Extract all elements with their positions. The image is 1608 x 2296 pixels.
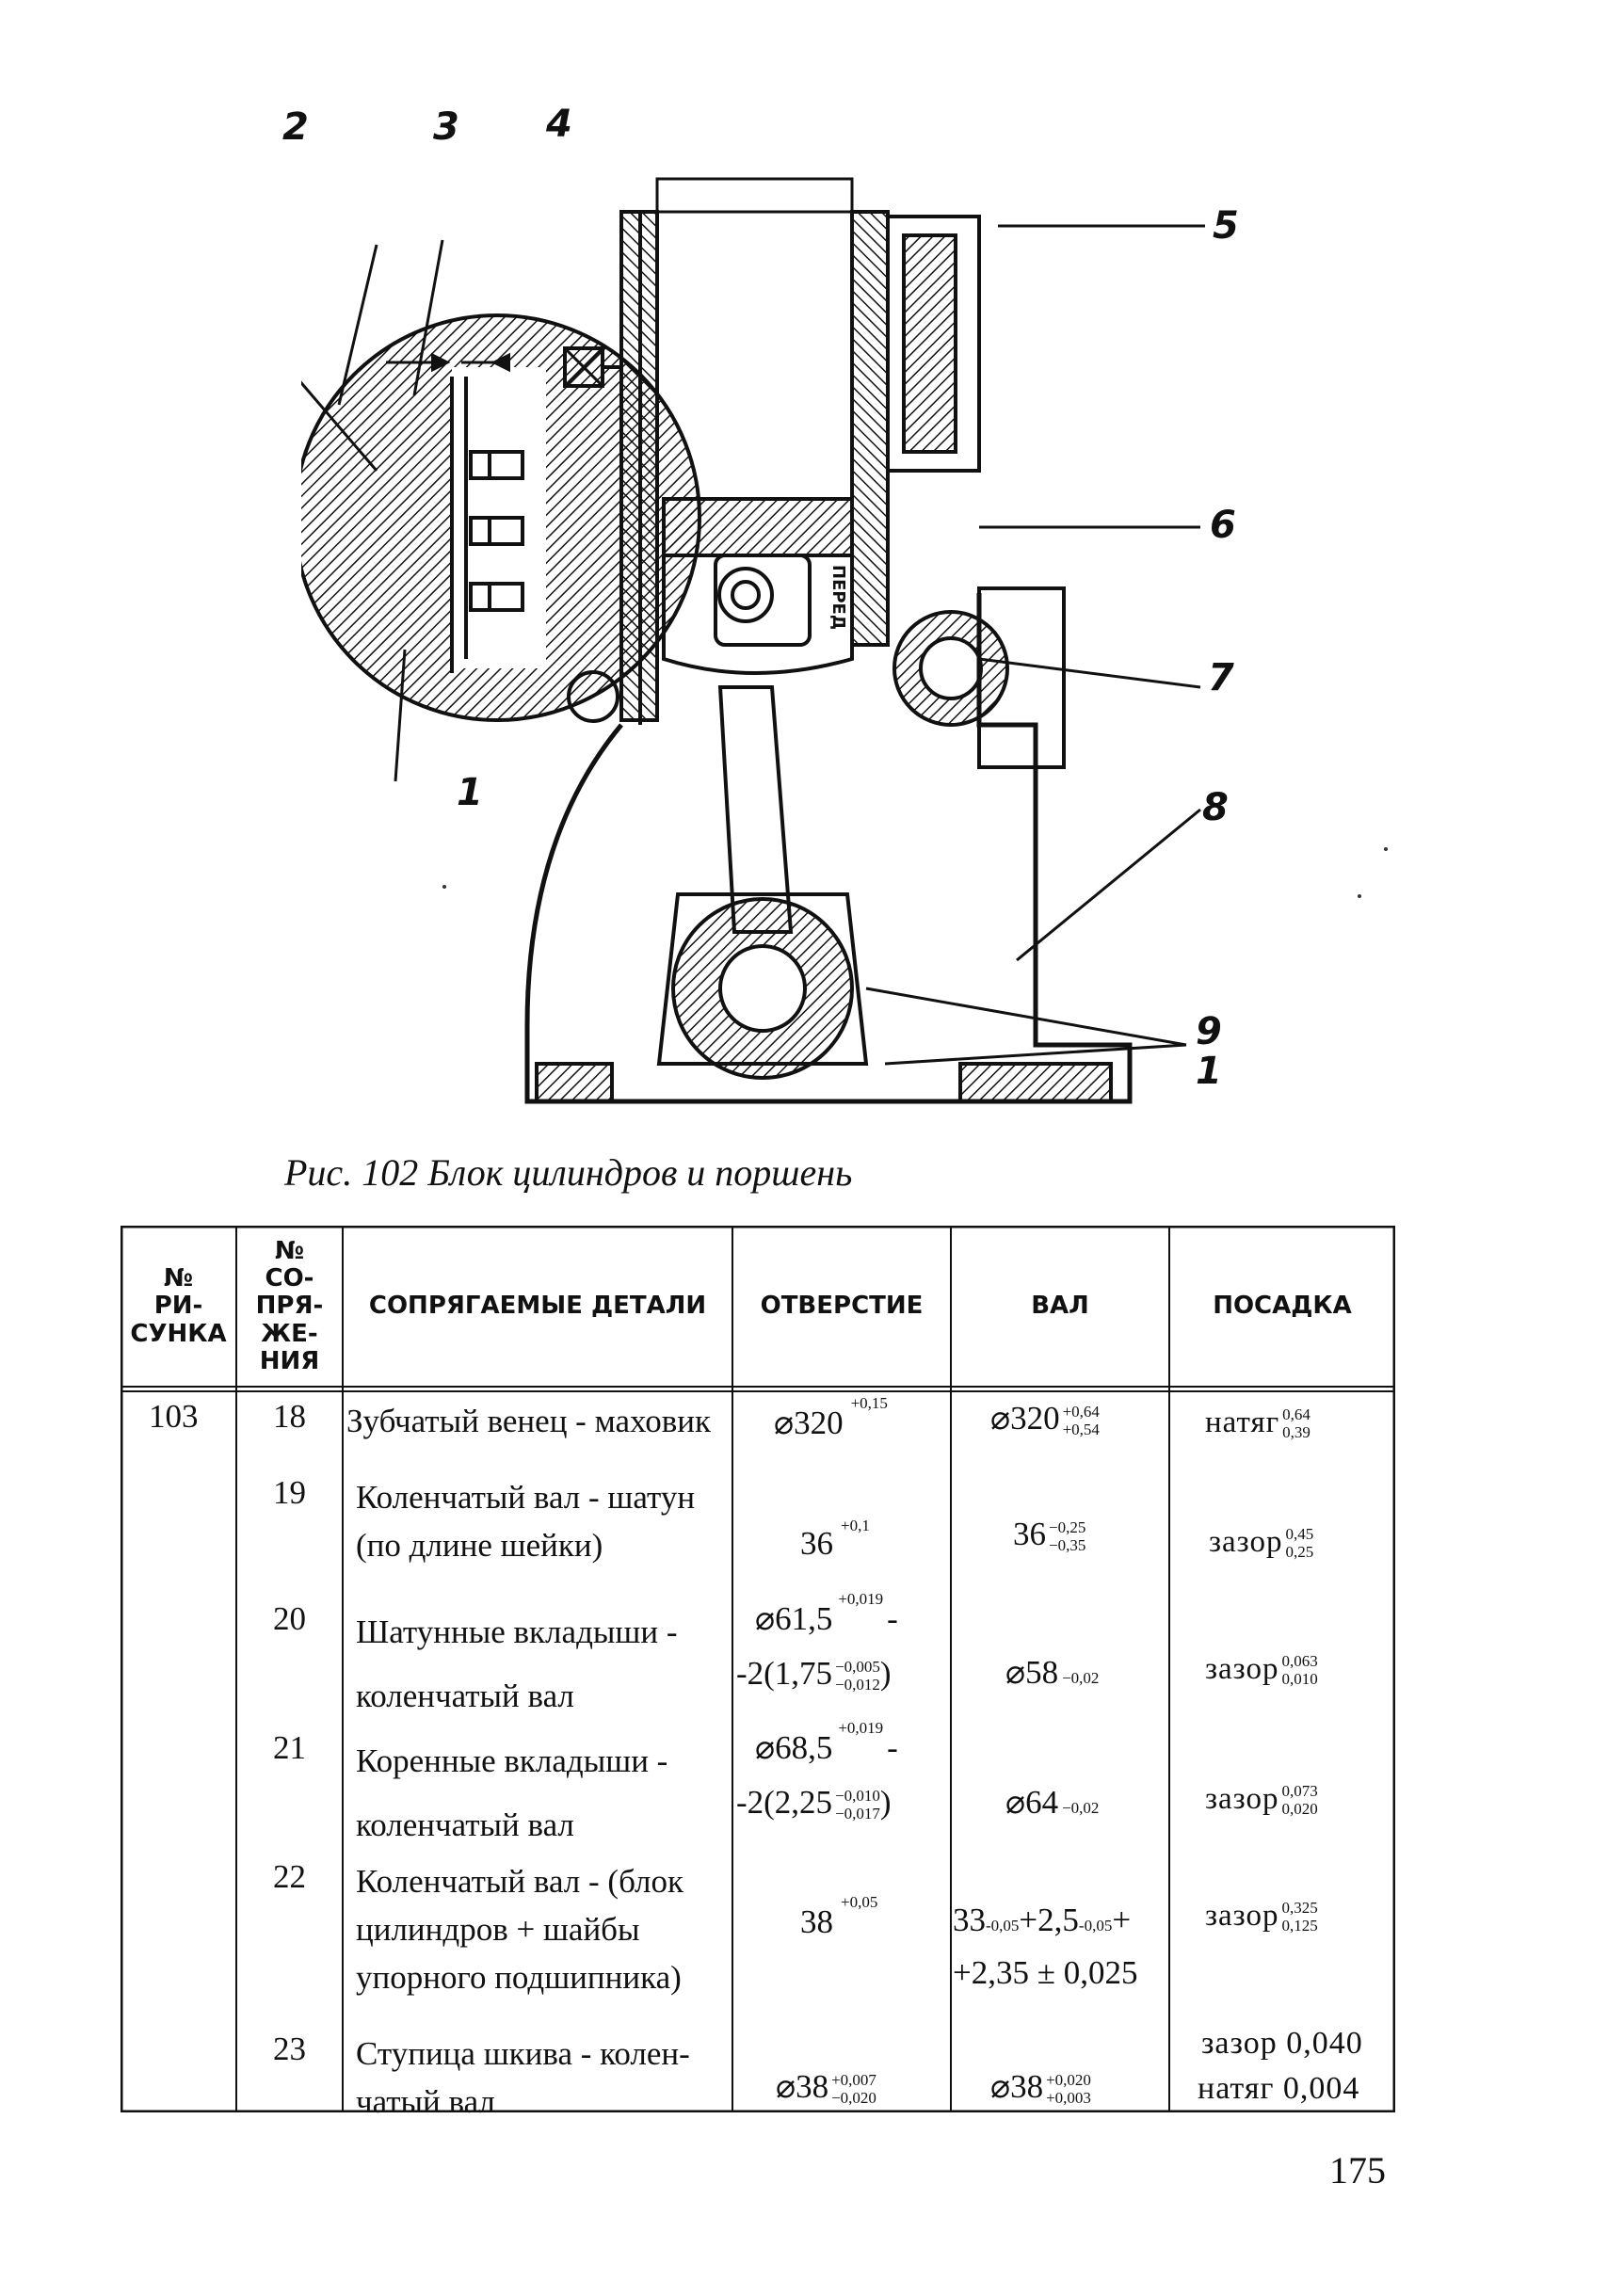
hole-row-20-line1: ⌀61,5+0,019- <box>755 1590 898 1637</box>
parts-row-21: Коренные вкладыши -коленчатый вал <box>356 1742 668 1844</box>
scan-speck <box>442 885 446 889</box>
joint-21: 21 <box>273 1729 306 1766</box>
header-parts: СОПРЯГАЕМЫЕ ДЕТАЛИ <box>368 1292 707 1321</box>
hole-row-23: ⌀38+0,007−0,020 <box>776 2068 876 2107</box>
fit-row-23-line1: зазор 0,040 <box>1201 2026 1363 2061</box>
joint-23: 23 <box>273 2031 306 2067</box>
callout-4: 4 <box>546 103 572 146</box>
joint-20: 20 <box>273 1600 306 1637</box>
callout-6: 6 <box>1210 504 1236 547</box>
shaft-row-22-line2: +2,35 ± 0,025 <box>953 1954 1138 1991</box>
parts-row-18: Зубчатый венец - маховик <box>346 1403 711 1439</box>
shaft-row-20: ⌀58−0,02 <box>1005 1654 1100 1691</box>
header-shaft: ВАЛ <box>1031 1292 1089 1321</box>
callout-1: 1 <box>457 771 483 814</box>
header-hole: ОТВЕРСТИЕ <box>760 1292 924 1321</box>
cylinder-block-drawing: ПЕРЕД <box>301 177 1205 1104</box>
engine-block-figure: ПЕРЕД 2 3 4 1 5 6 7 8 9 1 <box>282 105 1262 1139</box>
joint-22: 22 <box>273 1858 306 1895</box>
hole-row-21-line2: -2(2,25−0,010−0,017) <box>736 1784 892 1822</box>
piston-stamp: ПЕРЕД <box>828 565 848 630</box>
parts-row-19: Коленчатый вал - шатун(по длине шейки) <box>356 1479 696 1564</box>
fit-row-23-line2: натяг 0,004 <box>1198 2071 1360 2106</box>
callout-8: 8 <box>1202 786 1229 829</box>
hole-row-21-line1: ⌀68,5+0,019- <box>755 1719 898 1766</box>
callout-9: 9 <box>1196 1010 1222 1053</box>
callout-7: 7 <box>1208 656 1234 699</box>
hole-row-18: ⌀320+0,15 <box>774 1394 888 1441</box>
hole-row-22: 38+0,05 <box>800 1893 878 1940</box>
shaft-row-19: 36−0,25−0,35 <box>1013 1516 1086 1554</box>
header-fit: ПОСАДКА <box>1213 1292 1352 1321</box>
scan-speck <box>1384 847 1388 851</box>
shaft-row-22-line1: 33-0,05+2,5-0,05+ <box>953 1902 1132 1938</box>
hole-row-19: 36+0,1 <box>800 1517 870 1562</box>
page-number: 175 <box>1329 2149 1386 2192</box>
figure-number-cell: 103 <box>149 1398 199 1435</box>
shaft-row-18: ⌀320+0,64+0,54 <box>990 1400 1100 1438</box>
parts-row-20: Шатунные вкладыши -коленчатый вал <box>356 1614 678 1715</box>
callout-1b: 1 <box>1196 1050 1222 1093</box>
parts-row-23: Ступица шкива - колен-чатый вал <box>356 2035 690 2120</box>
callout-2: 2 <box>282 105 309 149</box>
figure-caption: Рис. 102 Блок цилиндров и поршень <box>284 1151 853 1194</box>
scan-speck <box>1358 894 1361 898</box>
table-grid <box>121 1226 1395 2112</box>
hole-row-20-line2: -2(1,75−0,005−0,012) <box>736 1655 892 1694</box>
callout-5: 5 <box>1213 204 1239 248</box>
joint-18: 18 <box>273 1398 306 1435</box>
joint-19: 19 <box>273 1474 306 1511</box>
shaft-row-21: ⌀64−0,02 <box>1005 1784 1100 1821</box>
shaft-row-23: ⌀38+0,020+0,003 <box>990 2068 1091 2107</box>
callout-3: 3 <box>433 105 459 149</box>
